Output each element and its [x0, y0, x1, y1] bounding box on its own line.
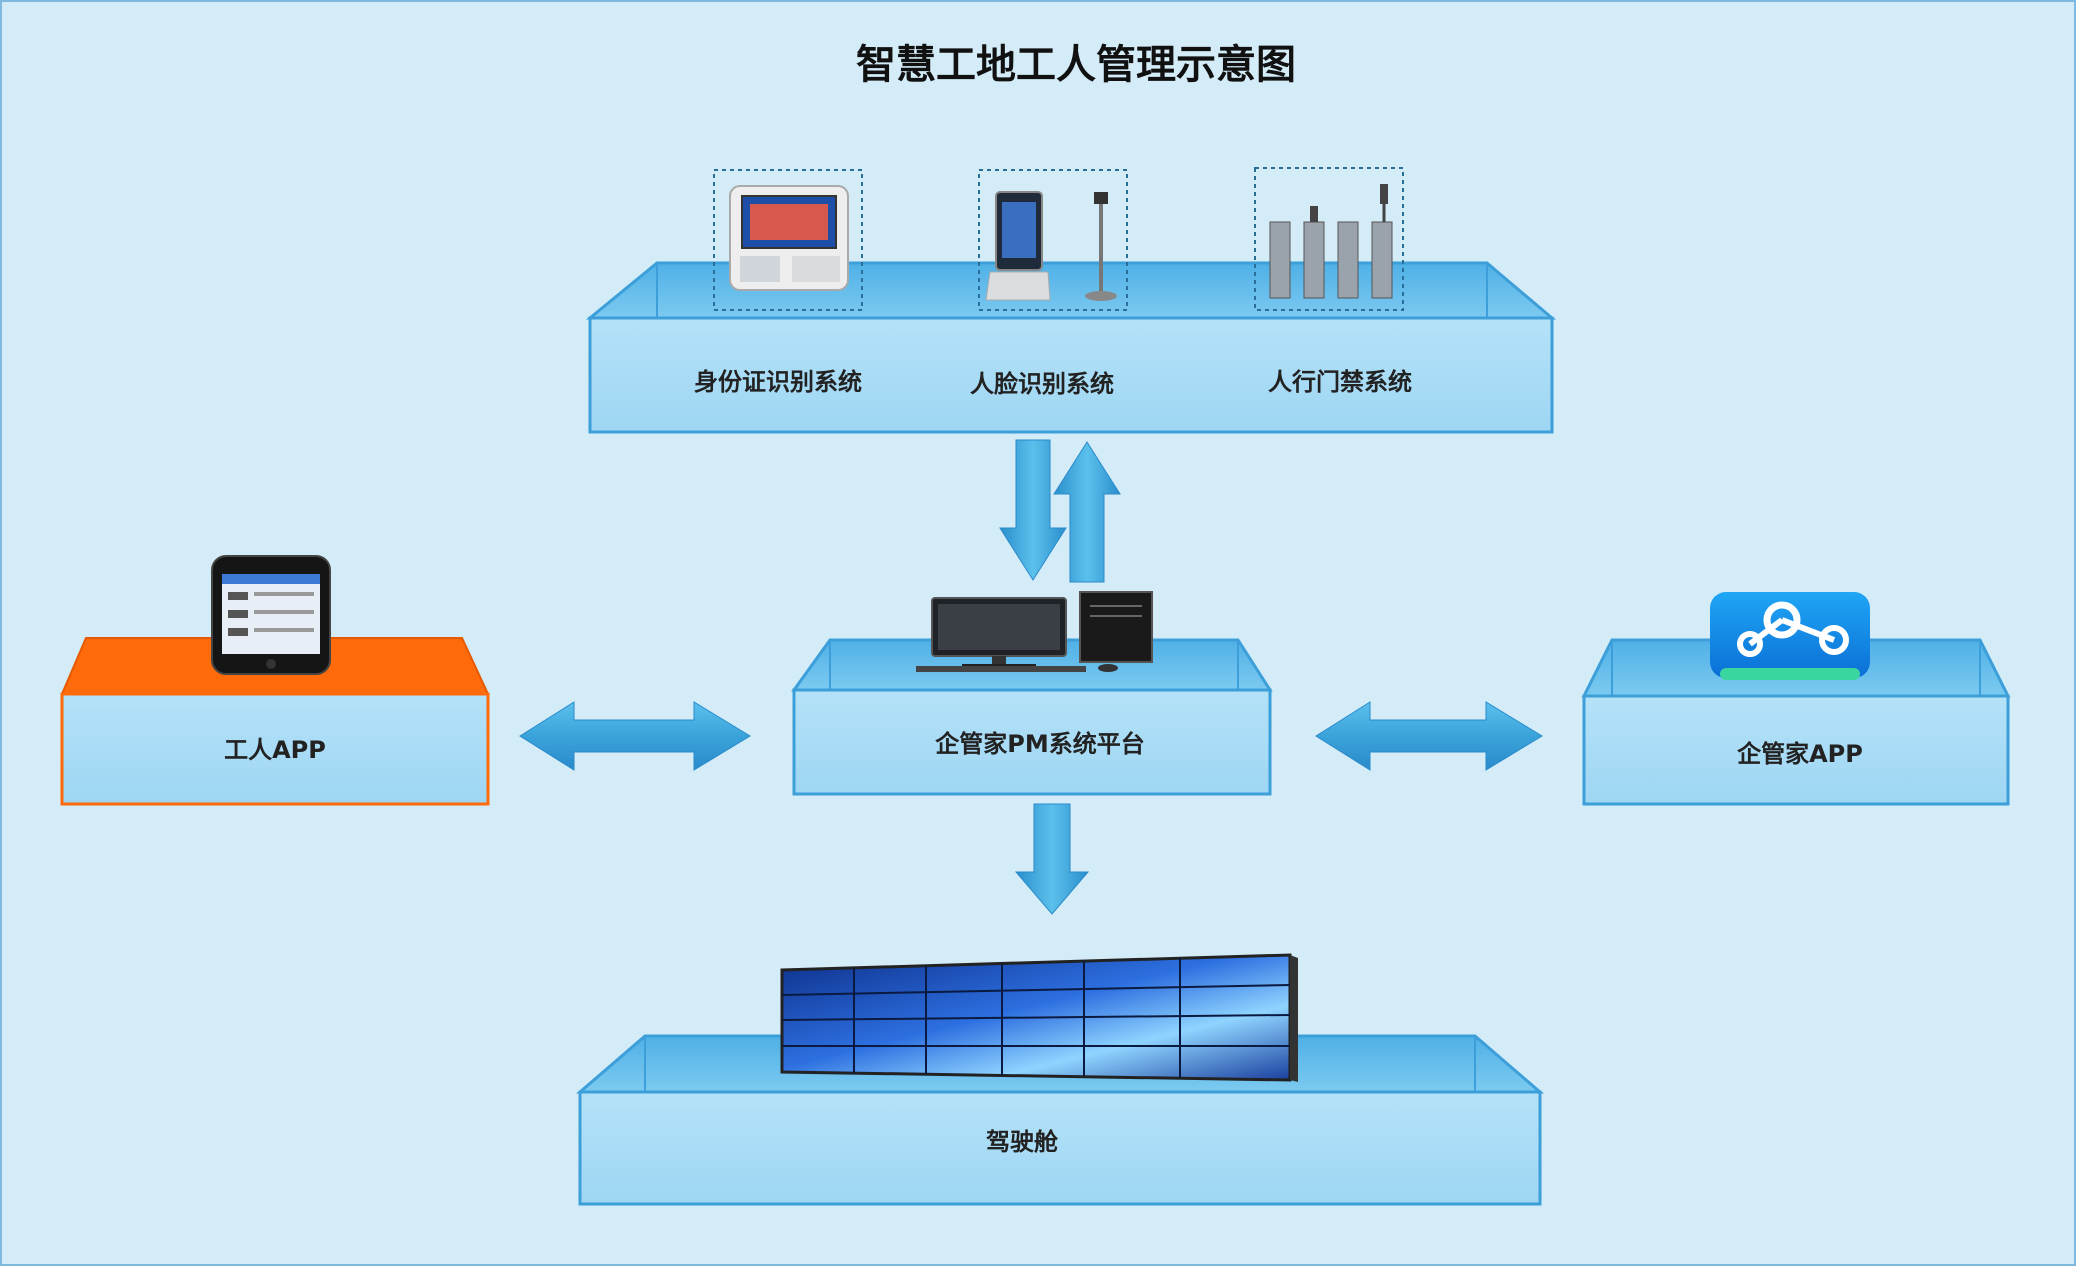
- cockpit-label: 驾驶舱: [986, 1128, 1059, 1156]
- page-title: 智慧工地工人管理示意图: [856, 42, 1296, 88]
- worker-app-label: 工人APP: [224, 736, 326, 764]
- bottom-panel: 驾驶舱: [575, 953, 1545, 1206]
- arrow-down-to-cockpit: [1014, 803, 1090, 915]
- arrow-bidirectional-right: [1315, 701, 1543, 771]
- right-panel: 企管家APP: [1581, 592, 2011, 806]
- turnstile-gate-icon: [1254, 167, 1404, 311]
- device-label-face: 人脸识别系统: [970, 370, 1114, 398]
- enterprise-app-label: 企管家APP: [1737, 740, 1863, 768]
- device-label-gate: 人行门禁系统: [1268, 368, 1412, 396]
- video-wall-icon: [780, 953, 1298, 1082]
- center-platform-label: 企管家PM系统平台: [935, 730, 1144, 758]
- left-panel: 工人APP: [60, 555, 490, 806]
- arrow-down-from-top: [999, 439, 1067, 581]
- smartphone-icon: [211, 555, 331, 675]
- app-logo-icon: [1710, 592, 1870, 680]
- arrow-bidirectional-left: [519, 701, 751, 771]
- face-terminal-icon: [978, 169, 1128, 311]
- top-panel: 身份证识别系统 人脸识别系统 人行门禁系统: [585, 167, 1557, 434]
- arrow-up-to-top: [1053, 441, 1121, 583]
- desktop-computer-icon: [916, 591, 1153, 672]
- center-panel: 企管家PM系统平台: [791, 591, 1273, 796]
- id-card-reader-icon: [713, 169, 863, 311]
- device-label-id-card: 身份证识别系统: [694, 368, 862, 396]
